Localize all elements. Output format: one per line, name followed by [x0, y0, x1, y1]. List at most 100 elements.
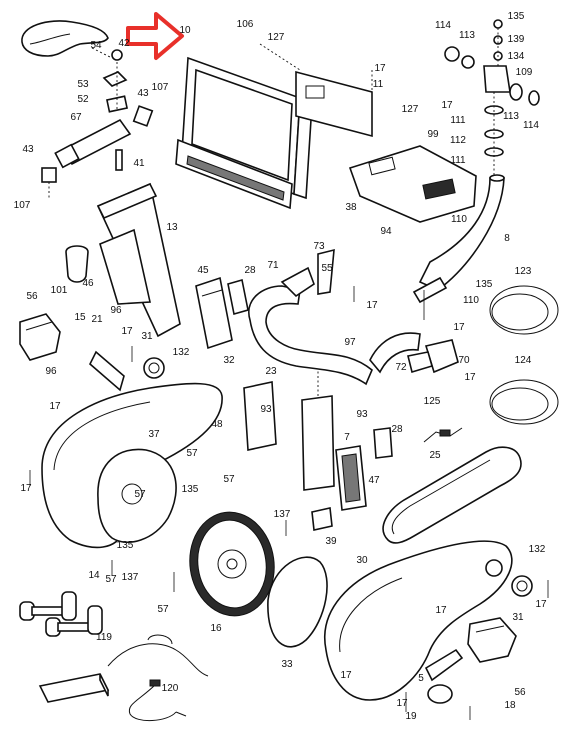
part-number-label: 16	[210, 623, 222, 634]
part-number-label: 57	[223, 474, 235, 485]
part-number-label: 8	[504, 233, 510, 244]
part-number-label: 37	[148, 429, 160, 440]
part-number-label: 25	[429, 450, 441, 461]
part-number-label: 55	[321, 263, 333, 274]
part-number-label: 101	[51, 285, 68, 296]
part-number-label: 54	[90, 40, 102, 51]
part-number-label: 31	[141, 331, 153, 342]
part-number-label: 99	[427, 129, 439, 140]
part-number-label: 17	[20, 483, 32, 494]
part-number-label: 19	[405, 711, 417, 722]
seat-panel-part	[65, 228, 151, 305]
left-pedal-part	[19, 313, 125, 392]
right-bearing-part	[511, 575, 533, 597]
part-number-label: 5	[418, 673, 424, 684]
part-number-label: 139	[508, 34, 525, 45]
part-number-label: 17	[435, 605, 447, 616]
part-number-label: 13	[166, 222, 178, 233]
part-number-label: 43	[22, 144, 34, 155]
power-cable-part	[423, 285, 559, 443]
part-number-label: 28	[391, 424, 403, 435]
part-number-label: 17	[396, 698, 408, 709]
part-number-label: 137	[274, 509, 291, 520]
part-number-label: 57	[105, 574, 117, 585]
part-number-label: 93	[260, 404, 272, 415]
right-panel-part	[335, 427, 393, 511]
part-number-label: 123	[515, 266, 532, 277]
part-number-label: 72	[395, 362, 407, 373]
bearing-part	[143, 357, 165, 379]
part-number-label: 23	[265, 366, 277, 377]
part-number-label: 41	[133, 158, 145, 169]
fastener-marks	[29, 286, 549, 720]
flywheel-cover-part	[267, 556, 328, 648]
accessory-tray-part	[348, 145, 477, 223]
part-number-label: 52	[77, 94, 89, 105]
part-number-label: 124	[515, 355, 532, 366]
part-number-label: 10	[179, 25, 191, 36]
part-number-label: 132	[529, 544, 546, 555]
part-number-label: 94	[380, 226, 392, 237]
part-number-label: 93	[356, 409, 368, 420]
part-number-label: 46	[82, 278, 94, 289]
power-cord-part	[128, 679, 187, 721]
part-number-label: 110	[451, 214, 467, 225]
part-number-label: 109	[516, 67, 533, 78]
part-number-label: 111	[450, 115, 466, 126]
highlight-arrow-icon	[126, 12, 184, 60]
part-number-label: 97	[344, 337, 356, 348]
part-number-label: 96	[45, 366, 57, 377]
seat-hardware	[102, 49, 154, 127]
flywheel-part	[189, 511, 275, 617]
part-number-label: 57	[157, 604, 169, 615]
part-number-label: 17	[121, 326, 133, 337]
dumbbells-part	[19, 591, 103, 637]
part-number-label: 111	[450, 155, 466, 166]
part-number-label: 30	[356, 555, 368, 566]
hand-grip-part	[407, 339, 459, 374]
part-number-label: 15	[74, 312, 86, 323]
part-number-label: 114	[435, 20, 451, 31]
part-number-label: 134	[508, 51, 525, 62]
part-number-label: 43	[137, 88, 149, 99]
part-number-label: 48	[211, 419, 223, 430]
part-number-label: 107	[152, 82, 169, 93]
console-bracket-part	[259, 43, 373, 138]
part-number-label: 71	[267, 260, 279, 271]
part-number-label: 113	[459, 30, 475, 41]
part-number-label: 132	[173, 347, 190, 358]
part-number-label: 110	[463, 295, 479, 306]
part-number-label: 56	[26, 291, 38, 302]
part-number-label: 53	[77, 79, 89, 90]
part-number-label: 45	[197, 265, 209, 276]
part-number-label: 21	[91, 314, 103, 325]
pulley-disc-part	[97, 448, 177, 543]
part-number-label: 39	[325, 536, 337, 547]
part-number-label: 106	[237, 19, 254, 30]
part-number-label: 135	[182, 484, 199, 495]
part-number-label: 17	[340, 670, 352, 681]
part-number-label: 113	[503, 111, 519, 122]
part-number-label: 127	[402, 104, 419, 115]
part-number-label: 127	[268, 32, 285, 43]
part-number-label: 67	[70, 112, 82, 123]
part-number-label: 112	[450, 135, 466, 146]
part-number-label: 56	[514, 687, 526, 698]
right-shroud-part	[324, 540, 513, 701]
handlebar-pivot-part	[444, 19, 540, 176]
part-number-label: 28	[244, 265, 256, 276]
part-number-label: 119	[96, 632, 112, 643]
part-number-label: 70	[458, 355, 470, 366]
part-number-label: 42	[118, 38, 130, 49]
part-number-label: 120	[162, 683, 179, 694]
part-number-label: 38	[345, 202, 357, 213]
part-number-label: 17	[464, 372, 476, 383]
right-pedal-part	[424, 617, 517, 704]
seat-part	[21, 20, 113, 59]
side-cover-part	[195, 276, 249, 350]
part-number-label: 73	[313, 241, 325, 252]
part-number-label: 137	[122, 572, 139, 583]
part-number-label: 32	[223, 355, 235, 366]
